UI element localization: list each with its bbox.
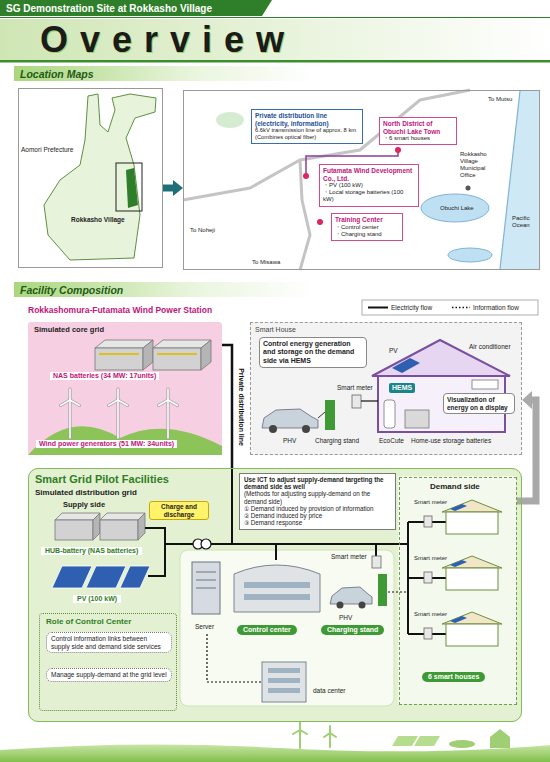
connector-line [222, 345, 232, 468]
place-name: To Noheji [189, 227, 216, 234]
part-label: Smart meter [414, 611, 447, 618]
panel-heading: Rokkashomura-Futamata Wind Power Station [28, 306, 212, 316]
callout-body: ・Charging stand [335, 231, 399, 238]
place-name: Rokkasho Village Municipal Office [459, 151, 501, 179]
device-label: HEMS [392, 384, 412, 392]
page-title: Overview [40, 19, 296, 60]
callout-heading: Training Center [335, 216, 399, 224]
equipment-label: Wind power generators (51 MW: 34units) [36, 440, 177, 448]
label-pill: Charging stand [321, 625, 384, 635]
area-heading: Supply side [63, 501, 105, 510]
section-heading: Facility Composition [20, 284, 123, 296]
role-item: Manage supply-demand at the grid level [46, 668, 172, 682]
role-text: Control information links between supply… [51, 635, 167, 650]
device-box: HEMS [389, 383, 415, 393]
connector-line [517, 400, 536, 501]
legend-text: Electricity flow [391, 304, 432, 311]
callout-box: Use ICT to adjust supply-demand targetin… [239, 473, 396, 530]
part-label: Home-use storage batteries [411, 437, 491, 444]
part-label: Smart meter [414, 555, 447, 562]
role-panel: Role of Control CenterControl informatio… [39, 613, 177, 711]
callout-text: Visualization of energy on a display [447, 396, 511, 411]
panel-subheading: Simulated distribution grid [35, 488, 137, 497]
label-pill: 6 smart houses [422, 672, 485, 682]
map-callout: North District of Obuchi Lake Town・6 sma… [379, 117, 457, 145]
role-item: Control information links between supply… [46, 632, 172, 653]
part-label: Smart meter [414, 499, 447, 506]
part-label: Charging stand [315, 437, 359, 444]
panel-heading: Role of Control Center [46, 617, 131, 626]
callout-text: Control energy generation and storage on… [263, 340, 363, 365]
part-label: PV [389, 347, 398, 354]
list-item: ② Demand induced by price [244, 512, 391, 519]
callout-heading: Private distribution line (electricity, … [255, 112, 359, 127]
callout-box: Visualization of energy on a display [443, 393, 515, 414]
callout-body: 6.6kV transmission line of approx. 8 km … [255, 127, 359, 141]
pill-text: Charging stand [327, 626, 378, 634]
pilot-facilities-panel: Smart Grid Pilot FacilitiesSimulated dis… [28, 468, 522, 722]
callout-text: (Methods for adjusting supply-demand on … [244, 490, 391, 504]
connector [222, 345, 232, 468]
callout-body: ・Control center [335, 224, 399, 231]
connector [517, 391, 536, 501]
equipment-label: NAS batteries (34 MW: 17units) [50, 372, 159, 380]
label-pill: Control center [237, 625, 297, 635]
panel-heading: Smart House [255, 326, 296, 334]
map-callout: Futamata Wind Development Co., Ltd.・PV (… [319, 164, 419, 207]
callout-box: Control energy generation and storage on… [259, 337, 367, 368]
map-label: Rokkasho Village [71, 216, 125, 223]
place-name: To Mutsu [487, 96, 513, 103]
part-label: PHV [339, 614, 352, 621]
list-item: ① Demand induced by provision of informa… [244, 505, 391, 512]
section-heading: Location Maps [20, 68, 94, 80]
part-label: Smart meter [337, 384, 373, 391]
part-label: Smart meter [331, 553, 367, 560]
place-name: To Misawa [251, 259, 281, 266]
callout-box: Charge and discharge [149, 501, 209, 520]
connector-line [163, 185, 173, 192]
list-item: ③ Demand response [244, 519, 391, 526]
place-name: Pacific Ocean [511, 215, 539, 229]
map-panel: Aomori PrefectureRokkasho Village [18, 88, 163, 268]
part-label: Air conditioner [469, 343, 511, 350]
arrow-head [173, 180, 183, 196]
callout-text: Charge and discharge [152, 503, 206, 518]
callout-body: ・PV (100 kW) [323, 182, 415, 189]
header-text: SG Demonstration Site at Rokkasho Villag… [6, 3, 212, 15]
place-name: Obuchi Lake [439, 205, 475, 212]
area-heading: Demand side [430, 482, 480, 491]
callout-heading: Futamata Wind Development Co., Ltd. [323, 167, 415, 182]
pill-text: 6 smart houses [428, 673, 479, 681]
callout-heading: North District of Obuchi Lake Town [383, 120, 453, 135]
map-callout: Private distribution line (electricity, … [251, 109, 363, 144]
callout-body: ・6 smart houses [383, 135, 453, 142]
map-panel: To MutsuObuchi Lake Rokkasho Village Muni… [183, 90, 540, 270]
role-text: Manage supply-demand at the grid level [51, 671, 167, 679]
callout-heading: Use ICT to adjust supply-demand targetin… [244, 476, 391, 490]
equipment-label: HUB-battery (NAS batteries) [41, 547, 142, 555]
equipment-label: PV (100 kW) [73, 595, 121, 603]
map-label: Aomori Prefecture [21, 146, 73, 153]
panel-heading: Smart Grid Pilot Facilities [35, 473, 169, 486]
part-label: Server [195, 623, 214, 630]
arrow-head [522, 391, 532, 409]
pill-text: Control center [243, 626, 291, 634]
panel-subheading: Simulated core grid [34, 326, 104, 335]
connector-label: Private distribution line [236, 366, 244, 448]
callout-body: ・Local storage batteries (100 kW) [323, 189, 415, 203]
legend-text: Information flow [473, 304, 519, 311]
part-label: data center [313, 687, 346, 694]
connector [163, 180, 183, 196]
map-callout: Training Center・Control center・Charging … [331, 213, 403, 241]
part-label: EcoCute [379, 437, 404, 444]
demand-side-panel: Demand sideSmart meterSmart meterSmart m… [399, 477, 517, 705]
smart-house-panel: Smart HouseAir conditionerSmart meter PV P… [250, 322, 522, 455]
part-label: PHV [283, 437, 296, 444]
wind-station-panel: Rokkashomura-Futamata Wind Power Station… [28, 322, 222, 455]
